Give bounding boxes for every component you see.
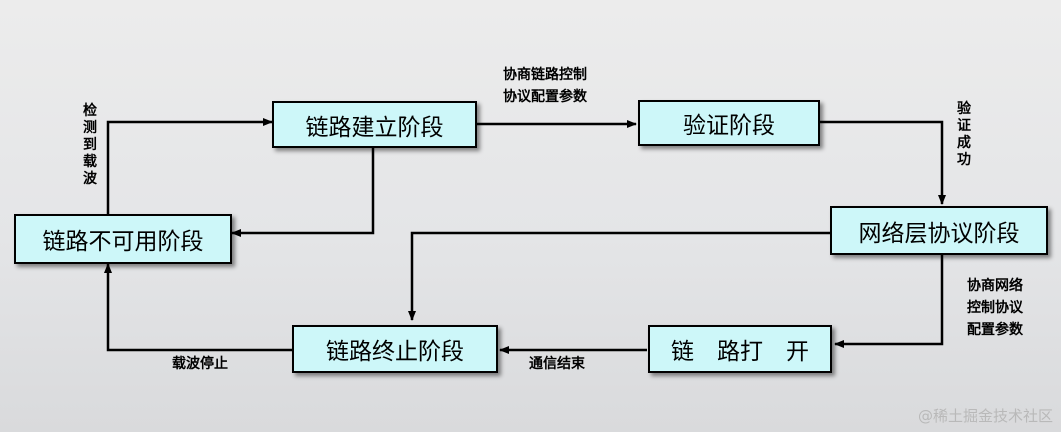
label-carrier-detect: 检测到载波: [83, 103, 97, 187]
label-carrier-stop: 载波停止: [172, 356, 228, 372]
edge-carrier-stop: [104, 263, 292, 352]
edge-negotiate-ncp: [834, 255, 944, 348]
edge-auth-success: [820, 120, 946, 205]
node-link-terminate: 链路终止阶段: [292, 325, 498, 373]
label-auth-success: 验证成功: [957, 101, 971, 168]
label-negotiate-ncp: 协商网络 控制协议 配置参数: [967, 278, 1023, 338]
label-comm-end: 通信结束: [529, 356, 585, 372]
edge-establish-to-unavailable: [231, 148, 375, 237]
node-ncp: 网络层协议阶段: [830, 206, 1048, 255]
edge-carrier-detect: [106, 118, 273, 214]
node-link-open: 链 路打 开: [648, 325, 832, 373]
label-negotiate-lcp: 协商链路控制 协议配置参数: [503, 67, 587, 105]
node-link-unavailable: 链路不可用阶段: [14, 214, 232, 264]
watermark: @稀土掘金技术社区: [917, 407, 1053, 425]
edge-ncp-to-terminate: [408, 231, 830, 321]
node-link-establish: 链路建立阶段: [272, 101, 477, 148]
node-auth: 验证阶段: [638, 100, 820, 146]
